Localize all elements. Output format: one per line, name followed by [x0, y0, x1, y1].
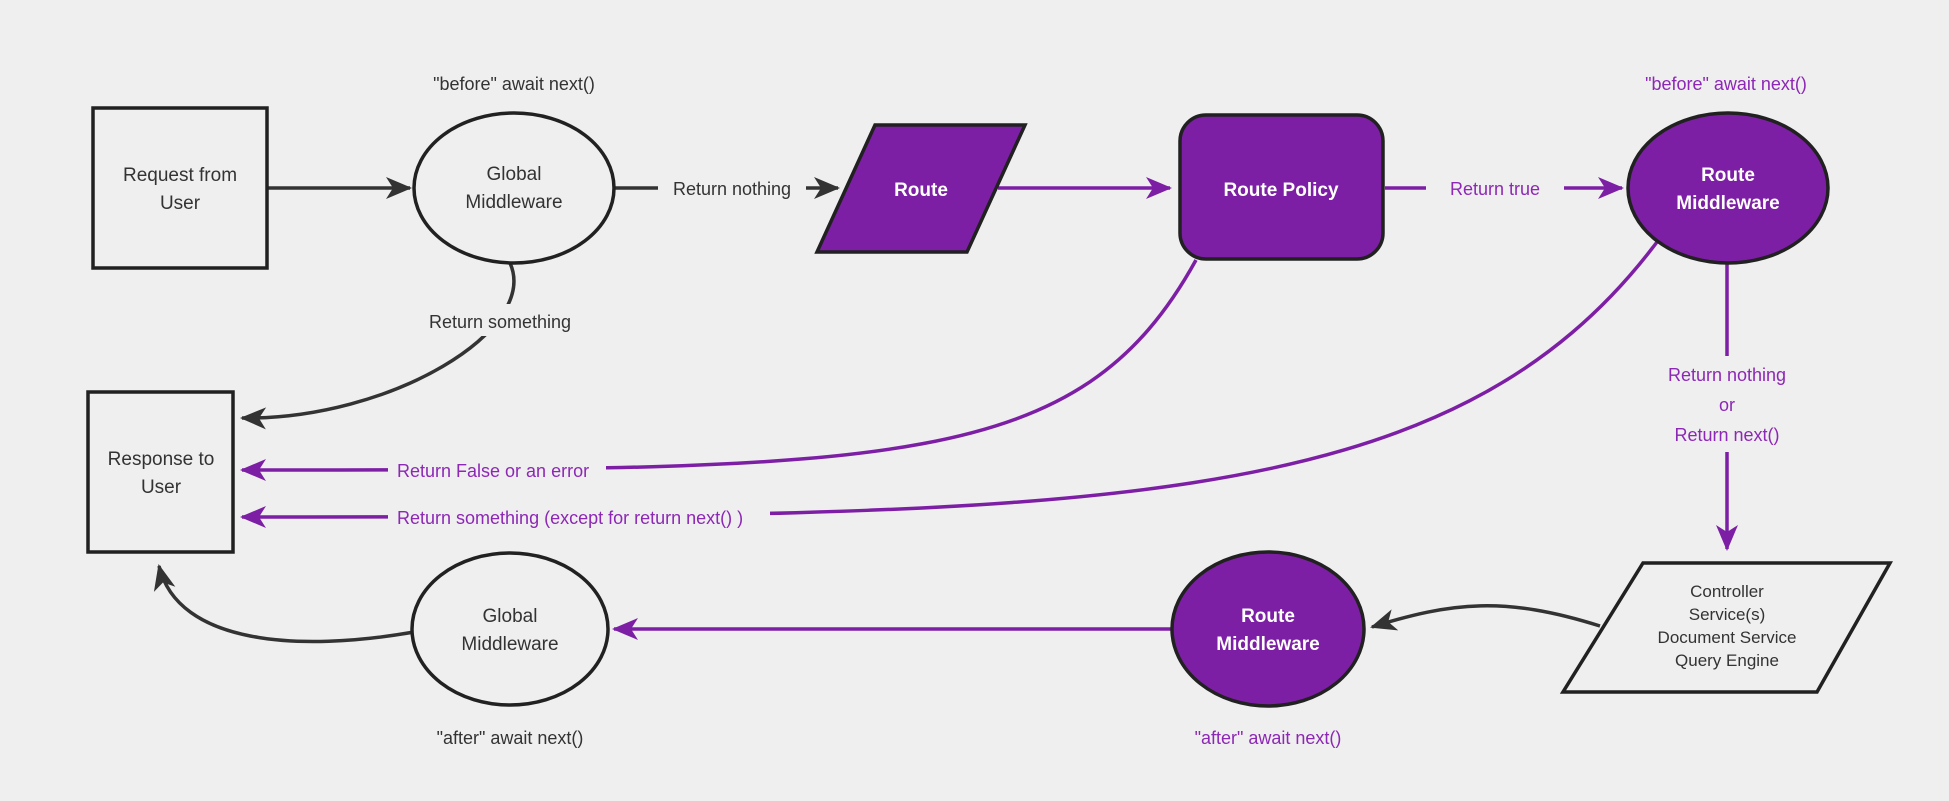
node-route-middleware-bottom: [1170, 550, 1366, 708]
node-route-label: Route: [894, 180, 948, 201]
node-controller-label-line2: Service(s): [1689, 605, 1766, 624]
label-after-await-next-route: "after" await next(): [1195, 728, 1342, 748]
node-response-to-user-label-line2: User: [141, 477, 182, 498]
node-route-middleware-top-label-line2: Middleware: [1676, 193, 1779, 214]
label-before-await-next-global: "before" await next(): [433, 74, 595, 94]
node-global-middleware-bottom-label-line2: Middleware: [461, 634, 558, 655]
label-return-nothing-or-line2: or: [1719, 395, 1735, 415]
node-route-policy-label: Route Policy: [1223, 180, 1339, 201]
edge-route-policy-return-false-to-response: [240, 259, 1198, 481]
node-route-middleware-bottom-label-line2: Middleware: [1216, 634, 1319, 655]
node-request-from-user: [91, 106, 269, 270]
node-global-middleware-bottom: [410, 551, 610, 707]
node-route-middleware-top-label-line1: Route: [1701, 165, 1755, 186]
label-return-true: Return true: [1450, 179, 1540, 199]
node-controller-label-line4: Query Engine: [1675, 651, 1779, 670]
node-route-middleware-top: [1626, 111, 1830, 265]
label-bg-return-false-or-error: [388, 452, 606, 485]
node-response-to-user: [86, 390, 235, 554]
node-global-middleware-bottom-label-line1: Global: [483, 606, 538, 627]
edge-controller-to-route-middleware-bottom: [1370, 604, 1601, 631]
edge-global-middleware-bottom-to-response: [153, 564, 415, 644]
label-return-false-or-error: Return False or an error: [397, 461, 589, 481]
node-controller-services: [1559, 561, 1894, 694]
label-bg-return-nothing-or-next: [1642, 356, 1812, 452]
node-route-policy: [1178, 113, 1385, 261]
node-global-middleware-top-label-line1: Global: [487, 164, 542, 185]
node-request-from-user-label-line1: Request from: [123, 165, 237, 186]
node-request-from-user-label-line2: User: [160, 193, 201, 214]
label-return-nothing-or-line1: Return nothing: [1668, 365, 1786, 385]
node-global-middleware-top-label-line2: Middleware: [465, 192, 562, 213]
edge-global-middleware-return-something-to-response: [240, 262, 516, 430]
node-controller-label-line3: Document Service: [1658, 628, 1797, 647]
label-return-something: Return something: [429, 312, 571, 332]
node-global-middleware-top: [412, 111, 616, 265]
label-bg-return-nothing: [658, 173, 806, 203]
node-route: [814, 123, 1028, 254]
label-return-something-except: Return something (except for return next…: [397, 508, 743, 528]
node-controller-label-line1: Controller: [1690, 582, 1764, 601]
label-bg-return-true: [1426, 173, 1564, 203]
label-return-nothing-or-line3: Return next(): [1674, 425, 1779, 445]
label-bg-return-something-except: [388, 499, 770, 532]
node-route-middleware-bottom-label-line1: Route: [1241, 606, 1295, 627]
label-return-nothing: Return nothing: [673, 179, 791, 199]
node-response-to-user-label-line1: Response to: [108, 449, 215, 470]
label-bg-return-something: [403, 304, 597, 336]
label-before-await-next-route: "before" await next(): [1645, 74, 1807, 94]
label-after-await-next-global: "after" await next(): [437, 728, 584, 748]
